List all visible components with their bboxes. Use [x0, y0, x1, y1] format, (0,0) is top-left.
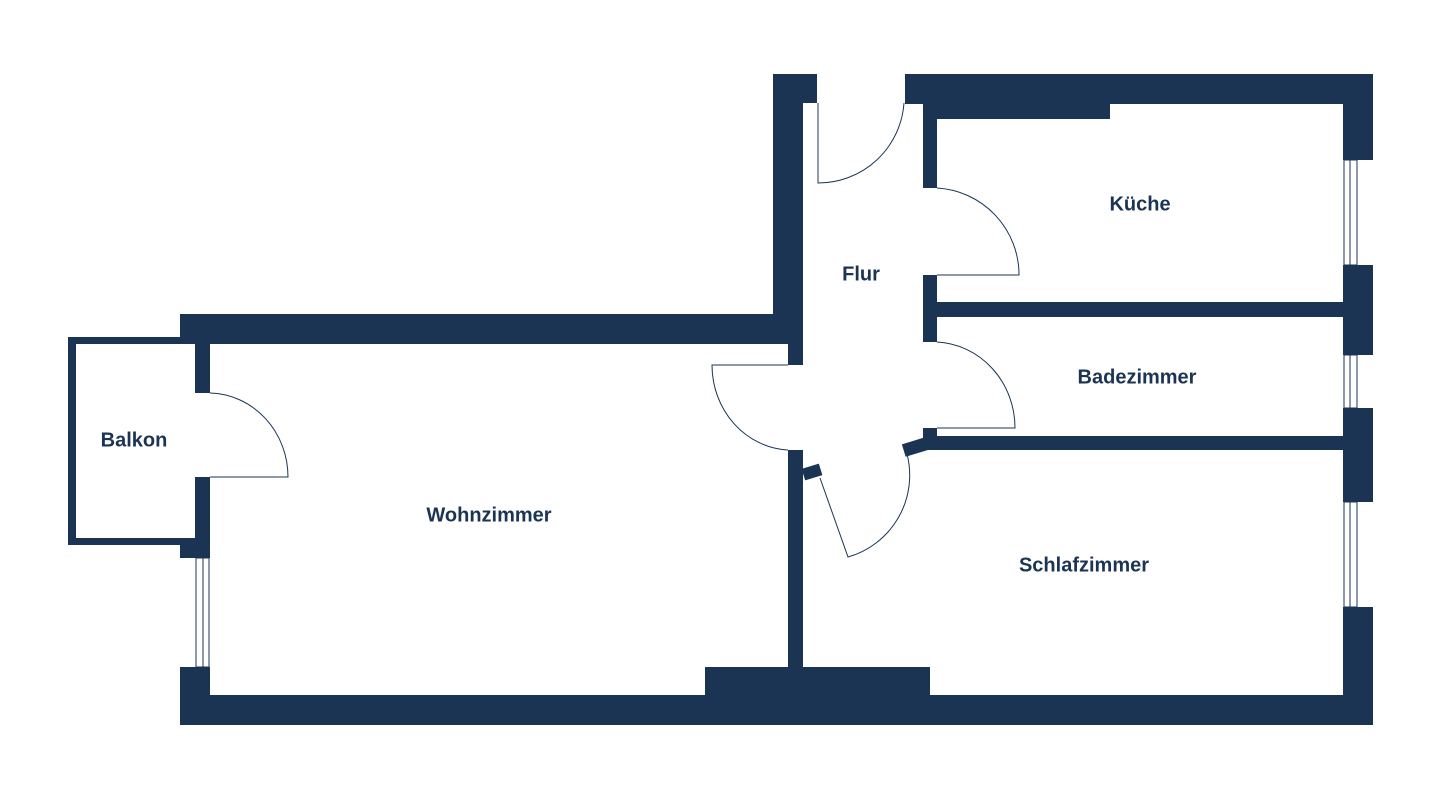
room-label-wohnzimmer: Wohnzimmer	[426, 504, 551, 526]
bath-bedroom-divider	[930, 436, 1343, 450]
kitchen-wall-top-inner	[923, 104, 1110, 119]
balcony-wall-top	[68, 337, 200, 344]
room-label-schlafzimmer: Schlafzimmer	[1019, 554, 1149, 576]
doors	[209, 102, 1020, 558]
room-label-kueche: Küche	[1109, 193, 1170, 215]
balcony-door[interactable]	[209, 392, 289, 478]
hall-wall-right-1	[923, 104, 937, 188]
hall-wall-right-2	[923, 275, 937, 342]
right-wall-1	[1343, 74, 1373, 160]
kitchen-door[interactable]	[936, 187, 1020, 276]
room-label-balkon: Balkon	[101, 429, 168, 451]
hall-wall-left-stub	[788, 344, 803, 365]
living-wall-left-upper	[195, 344, 210, 393]
right-wall-3	[1343, 408, 1373, 502]
bedroom-door[interactable]	[819, 453, 911, 558]
room-label-badezimmer: Badezimmer	[1078, 366, 1197, 388]
hall-wall-left	[773, 74, 803, 344]
wall-bottom-block	[705, 667, 930, 695]
room-labels: Küche Flur Badezimmer Balkon Wohnzimmer …	[101, 193, 1197, 576]
balcony-wall-bottom	[68, 538, 200, 545]
entrance-door[interactable]	[817, 102, 905, 184]
room-label-flur: Flur	[842, 263, 880, 285]
wall-bottom	[180, 695, 1373, 725]
wall-top-right	[905, 74, 1373, 104]
right-wall-2	[1343, 265, 1373, 355]
windows	[195, 159, 1358, 668]
kitchen-bath-divider	[937, 302, 1343, 317]
living-wall-corner	[180, 538, 210, 558]
living-wall-top	[180, 314, 803, 344]
living-bedroom-divider	[788, 450, 803, 695]
walls	[68, 74, 1373, 725]
balcony-wall-left	[68, 337, 76, 545]
bath-door[interactable]	[936, 341, 1016, 429]
bedroom-door-jamb-left	[801, 463, 823, 481]
living-door[interactable]	[711, 364, 789, 451]
living-wall-left-mid	[195, 477, 210, 545]
